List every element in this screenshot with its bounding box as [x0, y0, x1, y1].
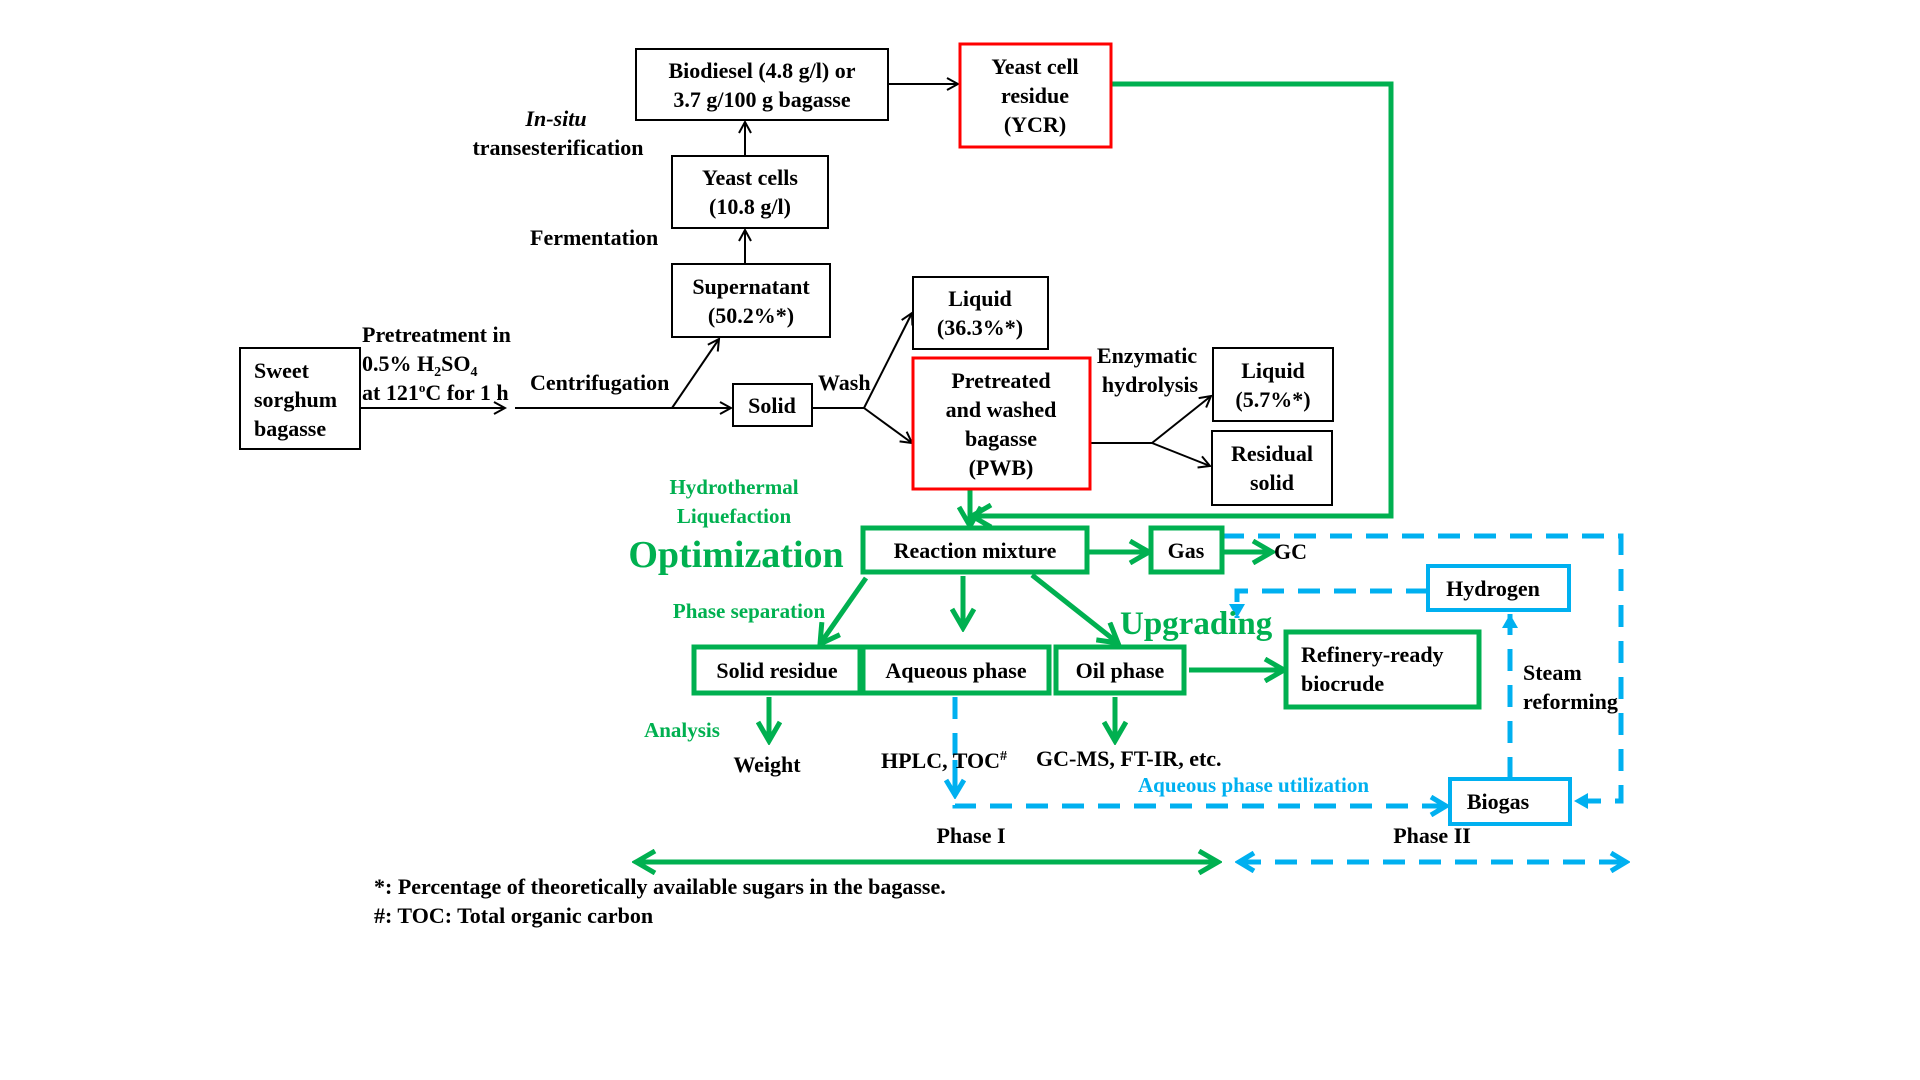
svg-text:Steam: Steam	[1523, 660, 1582, 685]
svg-text:biocrude: biocrude	[1301, 671, 1384, 696]
svg-text:Yeast cells: Yeast cells	[702, 165, 798, 190]
label-pretreatment: Pretreatment in 0.5% H2SO4 at 121oC for …	[362, 322, 511, 405]
label-phase-2: Phase II	[1393, 823, 1471, 848]
svg-text:(5.7%*): (5.7%*)	[1235, 387, 1310, 412]
svg-text:Pretreatment in: Pretreatment in	[362, 322, 511, 347]
box-supernatant: Supernatant (50.2%*)	[671, 263, 831, 338]
box-residual-solid: Residual solid	[1211, 430, 1333, 506]
arrow-to-liquid-1	[863, 313, 912, 409]
svg-text:Gas: Gas	[1168, 538, 1205, 563]
arrow-to-liquid-2	[1151, 396, 1211, 444]
label-gcms: GC-MS, FT-IR, etc.	[1036, 746, 1222, 771]
svg-text:hydrolysis: hydrolysis	[1102, 372, 1199, 397]
box-gas: Gas	[1148, 525, 1225, 575]
svg-text:(YCR): (YCR)	[1004, 112, 1066, 137]
svg-text:Oil phase: Oil phase	[1076, 658, 1165, 683]
box-reaction-mixture: Reaction mixture	[860, 525, 1090, 575]
footnote-asterisk: *: Percentage of theoretically available…	[374, 874, 946, 899]
svg-text:0.5% H2SO4: 0.5% H2SO4	[362, 351, 477, 380]
box-yeast-cell-residue: Yeast cell residue (YCR)	[958, 42, 1113, 149]
svg-text:Hydrogen: Hydrogen	[1446, 576, 1540, 601]
label-phase-separation: Phase separation	[673, 599, 826, 623]
box-oil-phase: Oil phase	[1053, 644, 1187, 696]
svg-text:(50.2%*): (50.2%*)	[708, 303, 794, 328]
box-solid: Solid	[732, 383, 813, 427]
svg-text:at 121oC for 1 h: at 121oC for 1 h	[362, 380, 509, 405]
svg-text:bagasse: bagasse	[965, 426, 1037, 451]
label-centrifugation: Centrifugation	[530, 370, 669, 395]
box-hydrogen: Hydrogen	[1426, 564, 1571, 612]
arrow-to-solid-residue	[820, 576, 869, 644]
svg-text:Refinery-ready: Refinery-ready	[1301, 642, 1444, 667]
svg-text:(PWB): (PWB)	[969, 455, 1034, 480]
label-enzymatic-hydrolysis: Enzymatic hydrolysis	[1097, 343, 1199, 397]
svg-text:reforming: reforming	[1523, 689, 1618, 714]
box-liquid-36: Liquid (36.3%*)	[912, 276, 1049, 350]
svg-text:Solid residue: Solid residue	[716, 658, 837, 683]
gas-to-biogas-dashed	[1222, 533, 1624, 809]
label-hplc-toc: HPLC, TOC#	[881, 748, 1007, 773]
box-yeast-cells: Yeast cells (10.8 g/l)	[671, 155, 829, 229]
svg-text:Pretreated: Pretreated	[951, 368, 1050, 393]
svg-text:Biogas: Biogas	[1467, 789, 1530, 814]
footnote-hash: #: TOC: Total organic carbon	[374, 903, 653, 928]
arrow-to-pwb	[863, 407, 912, 443]
hydrogen-to-upgrading-dashed	[1229, 588, 1428, 618]
svg-text:residue: residue	[1001, 83, 1069, 108]
svg-text:Hydrothermal: Hydrothermal	[669, 475, 798, 499]
svg-text:Sweet: Sweet	[254, 358, 310, 383]
box-solid-residue: Solid residue	[691, 644, 863, 696]
svg-text:Enzymatic: Enzymatic	[1097, 343, 1197, 368]
label-analysis: Analysis	[644, 718, 720, 742]
label-fermentation: Fermentation	[530, 225, 658, 250]
box-biodiesel: Biodiesel (4.8 g/l) or 3.7 g/100 g bagas…	[635, 48, 889, 121]
label-gc: GC	[1274, 539, 1307, 564]
arrow-to-residual	[1151, 442, 1210, 466]
svg-text:Supernatant: Supernatant	[692, 274, 810, 299]
label-weight: Weight	[733, 752, 801, 777]
svg-text:bagasse: bagasse	[254, 416, 326, 441]
svg-text:sorghum: sorghum	[254, 387, 337, 412]
arrow-to-supernatant	[671, 339, 719, 409]
svg-text:Solid: Solid	[748, 393, 796, 418]
svg-text:Residual: Residual	[1231, 441, 1313, 466]
svg-text:3.7 g/100 g bagasse: 3.7 g/100 g bagasse	[673, 87, 850, 112]
arrow-to-oil	[1030, 573, 1118, 643]
ycr-recycle-line	[972, 81, 1394, 516]
label-upgrading: Upgrading	[1120, 606, 1273, 642]
svg-text:(10.8 g/l): (10.8 g/l)	[709, 194, 791, 219]
label-wash: Wash	[818, 370, 871, 395]
label-optimization: Optimization	[628, 534, 843, 576]
svg-text:Biodiesel (4.8 g/l) or: Biodiesel (4.8 g/l) or	[669, 58, 856, 83]
svg-text:Reaction mixture: Reaction mixture	[894, 538, 1057, 563]
label-aqueous-phase-utilization: Aqueous phase utilization	[1138, 773, 1369, 797]
svg-text:Aqueous phase: Aqueous phase	[885, 658, 1026, 683]
svg-text:Yeast cell: Yeast cell	[991, 54, 1078, 79]
box-aqueous-phase: Aqueous phase	[860, 644, 1052, 696]
svg-text:(36.3%*): (36.3%*)	[937, 315, 1023, 340]
svg-text:Liquid: Liquid	[1241, 358, 1305, 383]
box-biogas: Biogas	[1448, 777, 1572, 826]
aqueous-to-biogas-dashed	[952, 697, 1446, 806]
svg-text:and washed: and washed	[946, 397, 1057, 422]
box-refinery-ready-biocrude: Refinery-ready biocrude	[1283, 629, 1482, 710]
label-in-situ: In-situ	[524, 106, 586, 131]
svg-text:Liquid: Liquid	[948, 286, 1012, 311]
svg-text:Liquefaction: Liquefaction	[677, 504, 792, 528]
box-pwb: Pretreated and washed bagasse (PWB)	[911, 356, 1092, 491]
label-hydrothermal-liquefaction: Hydrothermal Liquefaction	[669, 475, 798, 528]
box-liquid-5-7: Liquid (5.7%*)	[1212, 347, 1334, 422]
label-steam-reforming: Steam reforming	[1523, 660, 1618, 714]
label-phase-1: Phase I	[936, 823, 1005, 848]
label-transesterification: transesterification	[472, 135, 643, 160]
svg-text:solid: solid	[1250, 470, 1294, 495]
box-sweet-sorghum-bagasse: Sweet sorghum bagasse	[239, 347, 361, 450]
